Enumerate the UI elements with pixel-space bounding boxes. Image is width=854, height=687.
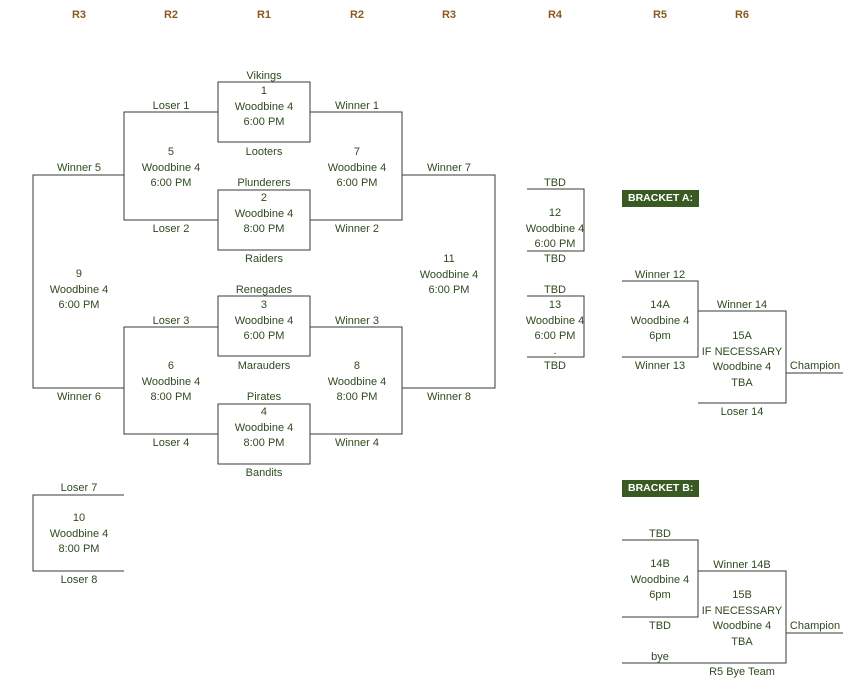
team-pirates: Pirates	[246, 391, 282, 403]
slot-winner-7: Winner 7	[426, 162, 472, 174]
team-marauders: Marauders	[237, 360, 291, 372]
game-5-bracket	[123, 111, 218, 221]
header-r4: R4	[547, 9, 563, 21]
team-raiders: Raiders	[245, 253, 283, 265]
slot-winner-5: Winner 5	[56, 162, 102, 174]
slot-winner-6: Winner 6	[56, 391, 102, 403]
slot-loser-1: Loser 1	[152, 100, 190, 112]
slot-r5-bye-team: R5 Bye Team	[709, 666, 775, 678]
slot-loser-7: Loser 7	[60, 482, 98, 494]
bracket-b-label: BRACKET B:	[622, 480, 700, 497]
slot-loser-4: Loser 4	[152, 437, 190, 449]
header-r3-right: R3	[441, 9, 457, 21]
slot-loser-8: Loser 8	[60, 574, 98, 586]
slot-tbd-12-top: TBD	[544, 177, 566, 189]
slot-tbd-13-bottom: TBD	[544, 360, 566, 372]
game-14a-bracket	[622, 280, 699, 358]
game-7-bracket	[310, 111, 403, 221]
bracket-a-label: BRACKET A:	[622, 190, 699, 207]
slot-winner-3: Winner 3	[334, 315, 380, 327]
slot-loser-14: Loser 14	[720, 406, 764, 418]
game-8-bracket	[310, 326, 403, 435]
slot-tbd-12-bottom: TBD	[544, 253, 566, 265]
game-3-box	[217, 295, 311, 357]
header-r6: R6	[734, 9, 750, 21]
team-looters: Looters	[245, 146, 283, 158]
team-renegades: Renegades	[235, 284, 293, 296]
slot-bye: bye	[651, 651, 669, 663]
header-r1: R1	[256, 9, 272, 21]
slot-tbd-14b-top: TBD	[649, 528, 671, 540]
slot-winner-14b: Winner 14B	[713, 559, 771, 571]
game-10-bracket	[32, 494, 124, 572]
game-15b-bracket	[622, 570, 787, 664]
game-12-bracket	[527, 188, 585, 252]
header-r3-left: R3	[71, 9, 87, 21]
game-11-bracket	[402, 174, 496, 389]
slot-loser-3: Loser 3	[152, 315, 190, 327]
team-plunderers: Plunderers	[237, 177, 291, 189]
slot-winner-2: Winner 2	[334, 223, 380, 235]
champion-a: Champion	[789, 360, 841, 372]
slot-loser-2: Loser 2	[152, 223, 190, 235]
slot-winner-8: Winner 8	[426, 391, 472, 403]
slot-winner-1: Winner 1	[334, 100, 380, 112]
game-13-extra: .	[553, 345, 557, 357]
game-6-bracket	[123, 326, 218, 435]
game-9-bracket	[32, 174, 124, 389]
team-bandits: Bandits	[245, 467, 283, 479]
game-15a-bracket	[698, 310, 787, 404]
slot-winner-13: Winner 13	[634, 360, 686, 372]
slot-winner-14: Winner 14	[716, 299, 768, 311]
game-14b-bracket	[622, 539, 699, 618]
slot-winner-12: Winner 12	[634, 269, 686, 281]
slot-winner-4: Winner 4	[334, 437, 380, 449]
game-13-bracket	[527, 295, 585, 358]
team-vikings: Vikings	[246, 70, 282, 82]
slot-tbd-13-top: TBD	[544, 284, 566, 296]
header-r2-right: R2	[349, 9, 365, 21]
champion-b: Champion	[789, 620, 841, 632]
slot-tbd-14b-bottom: TBD	[649, 620, 671, 632]
header-r2-left: R2	[163, 9, 179, 21]
header-r5: R5	[652, 9, 668, 21]
